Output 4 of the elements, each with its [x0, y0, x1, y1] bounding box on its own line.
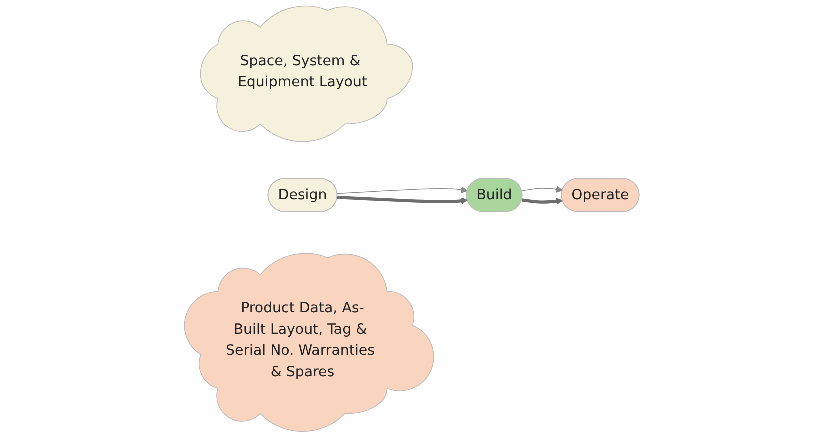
arrow [522, 198, 564, 205]
arrow [337, 186, 468, 194]
arrow [337, 196, 468, 204]
arrow [522, 186, 564, 194]
